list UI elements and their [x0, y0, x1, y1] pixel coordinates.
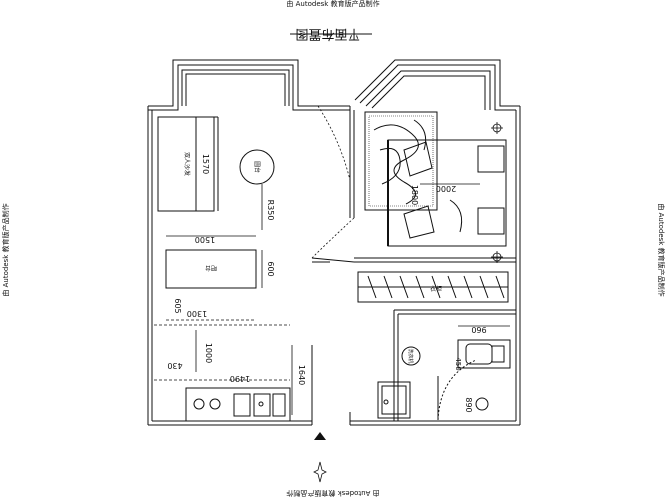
- sofa: [157, 116, 219, 212]
- bedroom-rug: [364, 111, 438, 211]
- wardrobe-label: 衣柜: [430, 285, 442, 293]
- living-door-arc: [317, 105, 351, 181]
- compass-symbol: [313, 461, 327, 483]
- counter-top-label: 1500: [195, 235, 215, 244]
- kitchen-depth-label: 1640: [297, 365, 306, 385]
- bed: [387, 139, 507, 247]
- shower-label: 450: [454, 357, 462, 370]
- bar-counter: [165, 249, 257, 289]
- entry-arrow: [314, 432, 326, 440]
- watermark-top: 由 Autodesk 教育版产品制作: [286, 0, 379, 8]
- watermark-left: 由 Autodesk 教育版产品制作: [1, 203, 10, 296]
- table-width-label: 1300: [187, 309, 207, 318]
- kitchen-counter: [185, 387, 291, 422]
- watermark-bottom: 由 Autodesk 教育版产品制作: [286, 489, 379, 498]
- radius-label: R350: [266, 200, 275, 221]
- left-small-label: 430: [167, 361, 182, 370]
- door-dim-label: 890: [464, 397, 473, 412]
- washer-label: 洗衣机: [407, 348, 414, 363]
- table-depth-label: 1000: [204, 343, 213, 363]
- bedroom-door-leaf: [311, 257, 355, 263]
- sofa-length-label: 1570: [201, 154, 210, 174]
- bed-length-label: 2000: [436, 184, 456, 193]
- round-table-label: 圆台: [253, 161, 261, 173]
- bar-counter-label: 吧台: [205, 264, 217, 272]
- watermark-right: 由 Autodesk 教育版产品制作: [657, 203, 666, 296]
- counter-left-label: 605: [173, 298, 182, 313]
- round-table: [239, 149, 275, 185]
- kitchen-width-label: 1490: [230, 374, 250, 383]
- walls: [147, 59, 521, 426]
- bath-width-label: 960: [471, 325, 486, 334]
- lamp-symbols: [491, 122, 503, 263]
- bathroom-fixtures: [377, 339, 511, 421]
- counter-height-label: 600: [266, 261, 275, 276]
- bed-width-label: 1800: [410, 185, 419, 205]
- wardrobe: [357, 271, 509, 303]
- sofa-label: 双人沙发: [183, 152, 191, 176]
- bedroom-door-arc: [311, 217, 355, 259]
